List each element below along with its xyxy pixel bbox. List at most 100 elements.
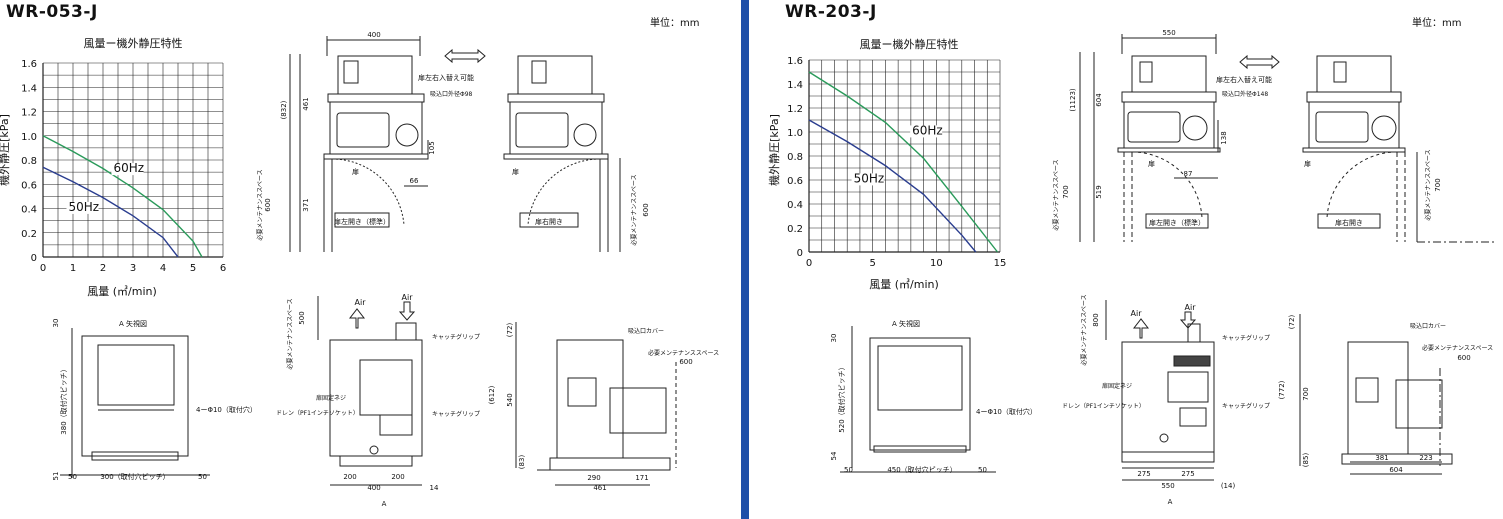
right-open-label: 扉右開き — [535, 217, 563, 226]
intake-note: 吸込口外径Φ98 — [430, 90, 473, 98]
catch-grip-2: キャッチグリップ — [1222, 402, 1270, 410]
drain-label: ドレン（PF1インチソケット） — [276, 410, 359, 417]
holes-label: 4ーΦ10（取付穴） — [976, 407, 1037, 416]
catch-grip-2: キャッチグリップ — [432, 410, 480, 418]
left-open-label: 扉左開き（標準） — [1149, 218, 1205, 227]
dim-105: 105 — [428, 141, 436, 154]
x-tick-label: 0 — [806, 258, 812, 269]
dim-519: 519 — [1095, 185, 1103, 198]
dim-540: 540 — [506, 393, 514, 406]
a-view-labels: A 矢視図 30 380（取付穴ピッチ） 51 50 300（取付穴ピッチ） 5… — [52, 319, 257, 481]
dim-604-bottom: 604 — [1389, 466, 1403, 474]
door-label-right: 扉 — [1304, 159, 1311, 168]
y-tick-label: 1.4 — [787, 80, 803, 91]
dim-54: 54 — [830, 451, 838, 460]
pitch-vertical: 380（取付穴ピッチ） — [59, 365, 68, 434]
dim-87: 87 — [1184, 170, 1193, 178]
x-tick-label: 2 — [100, 263, 106, 274]
intake-cover: 吸込口カバー — [1410, 322, 1446, 330]
y-tick-labels: 00.20.40.60.81.01.21.41.6 — [787, 56, 803, 259]
dim-51: 51 — [52, 472, 60, 481]
series-label-60hz: 60Hz — [912, 123, 943, 137]
maint-space-side: 必要メンテナンススペース — [648, 349, 719, 357]
model-title: WR-053-J — [6, 2, 98, 22]
maint-space-right: 必要メンテナンススペース — [1424, 149, 1432, 220]
a-view-drawing — [60, 328, 210, 478]
maint-space-left: 必要メンテナンススペース — [256, 169, 264, 240]
air-label-1: Air — [1131, 309, 1143, 318]
dim-612: (612) — [488, 385, 496, 404]
right-open-label: 扉右開き — [1335, 218, 1363, 227]
series-label-50hz: 50Hz — [854, 171, 885, 185]
maint-space-front: 必要メンテナンススペース — [1080, 294, 1088, 365]
y-tick-label: 1.4 — [21, 83, 37, 94]
top-view-dimensions: 400 (832) 461 371 600 105 66 扉左右入替え可能 吸込… — [256, 31, 650, 246]
dim-171: 171 — [635, 474, 648, 482]
side-view-labels: (72) (772) 700 (85) 381 223 604 吸込口カバー 必… — [1278, 315, 1493, 474]
y-tick-label: 0.4 — [787, 200, 803, 211]
unit-label: 単位：mm — [1412, 18, 1462, 29]
dim-700: 700 — [1302, 387, 1310, 400]
side-view-drawing — [515, 322, 677, 486]
top-view-drawings — [1079, 34, 1497, 243]
dim-72: (72) — [506, 323, 514, 338]
y-tick-label: 0.6 — [787, 176, 803, 187]
left-open-label: 扉左開き（標準） — [334, 217, 390, 226]
top-view-dimensions: 550 (1123) 604 519 700 必要メンテナンススペース 138 … — [1052, 29, 1442, 231]
door-label-right: 扉 — [512, 167, 519, 176]
dim-138: 138 — [1220, 131, 1228, 144]
intake-note: 吸込口外径Φ148 — [1222, 90, 1268, 98]
dim-275-a: 275 — [1137, 470, 1150, 478]
dim-461: 461 — [302, 97, 310, 110]
series-line-50hz — [42, 166, 179, 258]
a-view-drawing — [840, 326, 996, 473]
dim-50-a: 50 — [68, 473, 77, 481]
dim-500: 500 — [298, 311, 306, 324]
chart-title: 風量ー機外静圧特性 — [84, 36, 183, 50]
dim-14: 14 — [430, 484, 439, 492]
dim-200-a: 200 — [343, 473, 356, 481]
x-tick-label: 15 — [994, 258, 1007, 269]
air-label-1: Air — [355, 298, 367, 307]
unit-label: 単位：mm — [650, 18, 700, 29]
y-tick-label: 0 — [31, 253, 37, 264]
top-view-drawings — [289, 36, 621, 252]
x-tick-label: 4 — [160, 263, 166, 274]
catch-grip-1: キャッチグリップ — [432, 333, 480, 341]
series-line-50hz — [808, 119, 977, 253]
y-tick-labels: 00.20.40.60.81.01.21.41.6 — [21, 59, 37, 264]
y-tick-label: 1.6 — [787, 56, 803, 67]
y-tick-label: 0.2 — [787, 224, 803, 235]
pitch-vertical: 520（取付穴ピッチ） — [837, 363, 846, 432]
dim-400-bottom: 400 — [367, 484, 380, 492]
dim-50-b: 50 — [978, 466, 987, 474]
a-view-title: A 矢視図 — [892, 319, 920, 328]
maint-space-side: 必要メンテナンススペース — [1422, 344, 1493, 352]
dim-600-right: 600 — [642, 203, 650, 216]
front-view-labels: 必要メンテナンススペース 800 Air Air キャッチグリップ キャッチグリ… — [1062, 294, 1270, 506]
air-label-2: Air — [402, 293, 414, 302]
dim-550-bottom: 550 — [1161, 482, 1174, 490]
maint-space-right: 必要メンテナンススペース — [630, 174, 638, 245]
door-fix-screw: 扉固定ネジ — [316, 394, 346, 402]
chart-grid — [808, 59, 1001, 253]
dim-700-right: 700 — [1434, 178, 1442, 191]
maint-space-front: 必要メンテナンススペース — [286, 298, 294, 369]
series-label-bg — [111, 163, 144, 176]
pitch-horizontal: 450（取付穴ピッチ） — [887, 465, 956, 474]
series-label-bg — [66, 201, 99, 214]
dim-50-b: 50 — [198, 473, 207, 481]
dim-600-side: 600 — [1457, 354, 1470, 362]
holes-label: 4ーΦ10（取付穴） — [196, 405, 257, 414]
side-view-labels: (72) (612) 540 (83) 290 171 461 吸込口カバー 必… — [488, 323, 719, 492]
dim-83: (83) — [518, 455, 526, 470]
y-tick-label: 0.6 — [21, 180, 37, 191]
